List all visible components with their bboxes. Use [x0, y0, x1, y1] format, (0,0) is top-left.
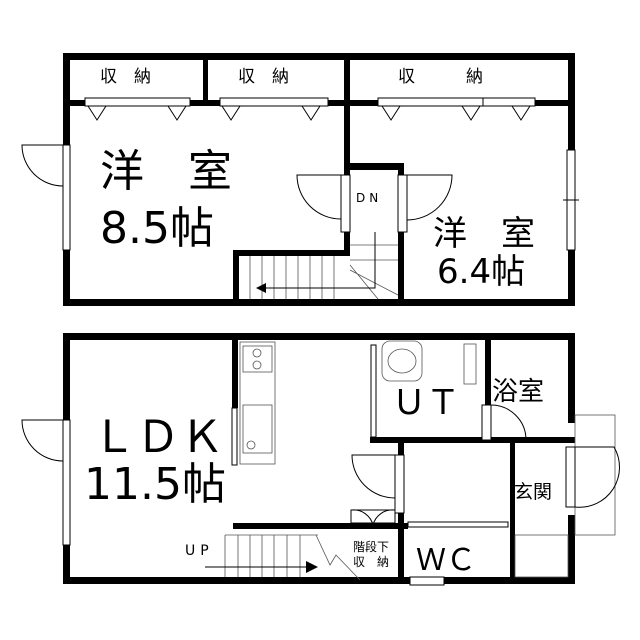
- entrance-label: 玄関: [514, 481, 552, 503]
- room-a-size: 8.5帖: [100, 203, 214, 254]
- closet-label-2: 収 納: [238, 67, 289, 87]
- storage-label-line1: 階段下: [353, 539, 389, 554]
- closet-label-3: 収 納: [398, 67, 483, 87]
- stair-up-label: UP: [185, 543, 214, 559]
- closet-label-1: 収 納: [100, 67, 151, 87]
- lower-floor: ＬＤＫ 11.5帖 ＵＴ 浴室 玄関 ＷＣ 階段下 収 納 UP: [21, 333, 621, 586]
- ldk-size: 11.5帖: [84, 459, 226, 510]
- room-b-size: 6.4帖: [437, 252, 525, 292]
- utility-label: ＵＴ: [392, 383, 460, 423]
- room-b-name: 洋 室: [433, 214, 535, 254]
- bath-label: 浴室: [492, 377, 544, 407]
- storage-label-line2: 収 納: [353, 555, 389, 569]
- upper-floor: 収 納 収 納 収 納 洋 室 8.5帖 洋 室 6.4帖 DN: [21, 53, 579, 306]
- stair-down-label: DN: [356, 191, 382, 205]
- toilet-label: ＷＣ: [416, 543, 476, 578]
- ldk-name: ＬＤＫ: [92, 412, 224, 463]
- room-a-name: 洋 室: [100, 146, 232, 197]
